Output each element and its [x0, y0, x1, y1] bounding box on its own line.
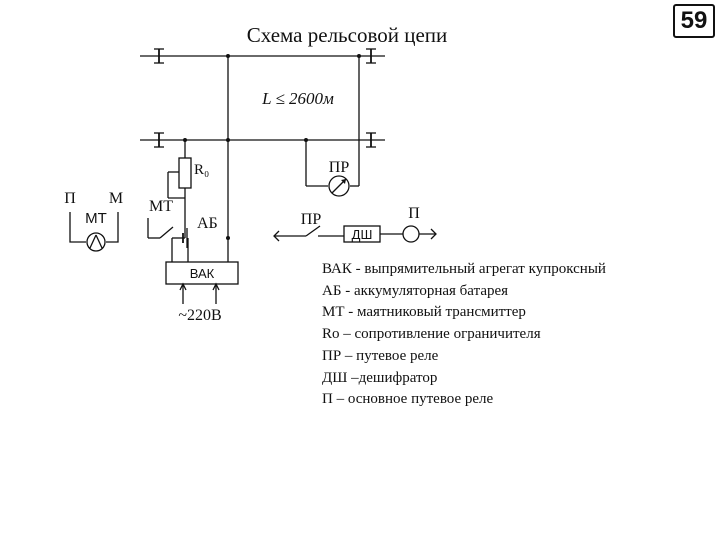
mt-needle [95, 234, 103, 249]
page-title: Схема рельсовой цепи [247, 23, 448, 47]
p-label: П [64, 190, 76, 207]
contact-arrow-right [430, 228, 437, 240]
insulating-joint-bottom-left [154, 132, 164, 148]
mt-transmitter-symbol [86, 232, 106, 252]
main-relay-label: П [408, 205, 420, 222]
supply-label: ~220В [178, 307, 221, 324]
supply-arrow [179, 282, 187, 291]
mt-bracket [106, 212, 119, 243]
pr-contact-blade [305, 225, 321, 237]
page-number-badge: 59 [673, 4, 715, 38]
insulating-joint-bottom-right [366, 132, 376, 148]
insulating-joint-top-right [366, 48, 376, 64]
mt-contact-label: МТ [149, 198, 173, 215]
mt-bracket [69, 212, 86, 243]
legend-item: ПР – путевое реле [322, 347, 439, 364]
legend-item: МТ - маятниковый трансмиттер [322, 304, 526, 321]
decoder-label: ДШ [352, 227, 373, 242]
battery-label: АБ [197, 215, 218, 232]
pr-relay-label: ПР [329, 159, 350, 176]
mt-contact-blade [159, 226, 174, 239]
legend: ВАК - выпрямительный агрегат купроксный … [322, 259, 712, 411]
resistor-r0 [178, 157, 192, 189]
rectifier-vak [165, 261, 239, 285]
mt-needle [89, 234, 97, 249]
legend-item: ВАК - выпрямительный агрегат купроксный [322, 261, 606, 277]
mt-transmitter-label: МТ [85, 210, 107, 227]
legend-item: Ro – сопротивление ограничителя [322, 326, 541, 343]
track-relay-pr [328, 175, 350, 197]
main-relay-p [402, 225, 420, 243]
relay-arrow-head [341, 179, 346, 184]
m-label: М [109, 190, 123, 207]
legend-item: АБ - аккумуляторная батарея [322, 282, 509, 299]
insulating-joint-top-left [154, 48, 164, 64]
rectifier-label: ВАК [190, 266, 215, 281]
pr-contact-label: ПР [301, 211, 322, 228]
length-label: L ≤ 2600м [261, 89, 334, 108]
junction-dot [226, 236, 230, 240]
supply-arrow [212, 282, 220, 291]
legend-item: П – основное путевое реле [322, 391, 494, 408]
legend-item: ДШ –дешифратор [322, 369, 438, 386]
resistor-label: R₀ [194, 162, 209, 178]
